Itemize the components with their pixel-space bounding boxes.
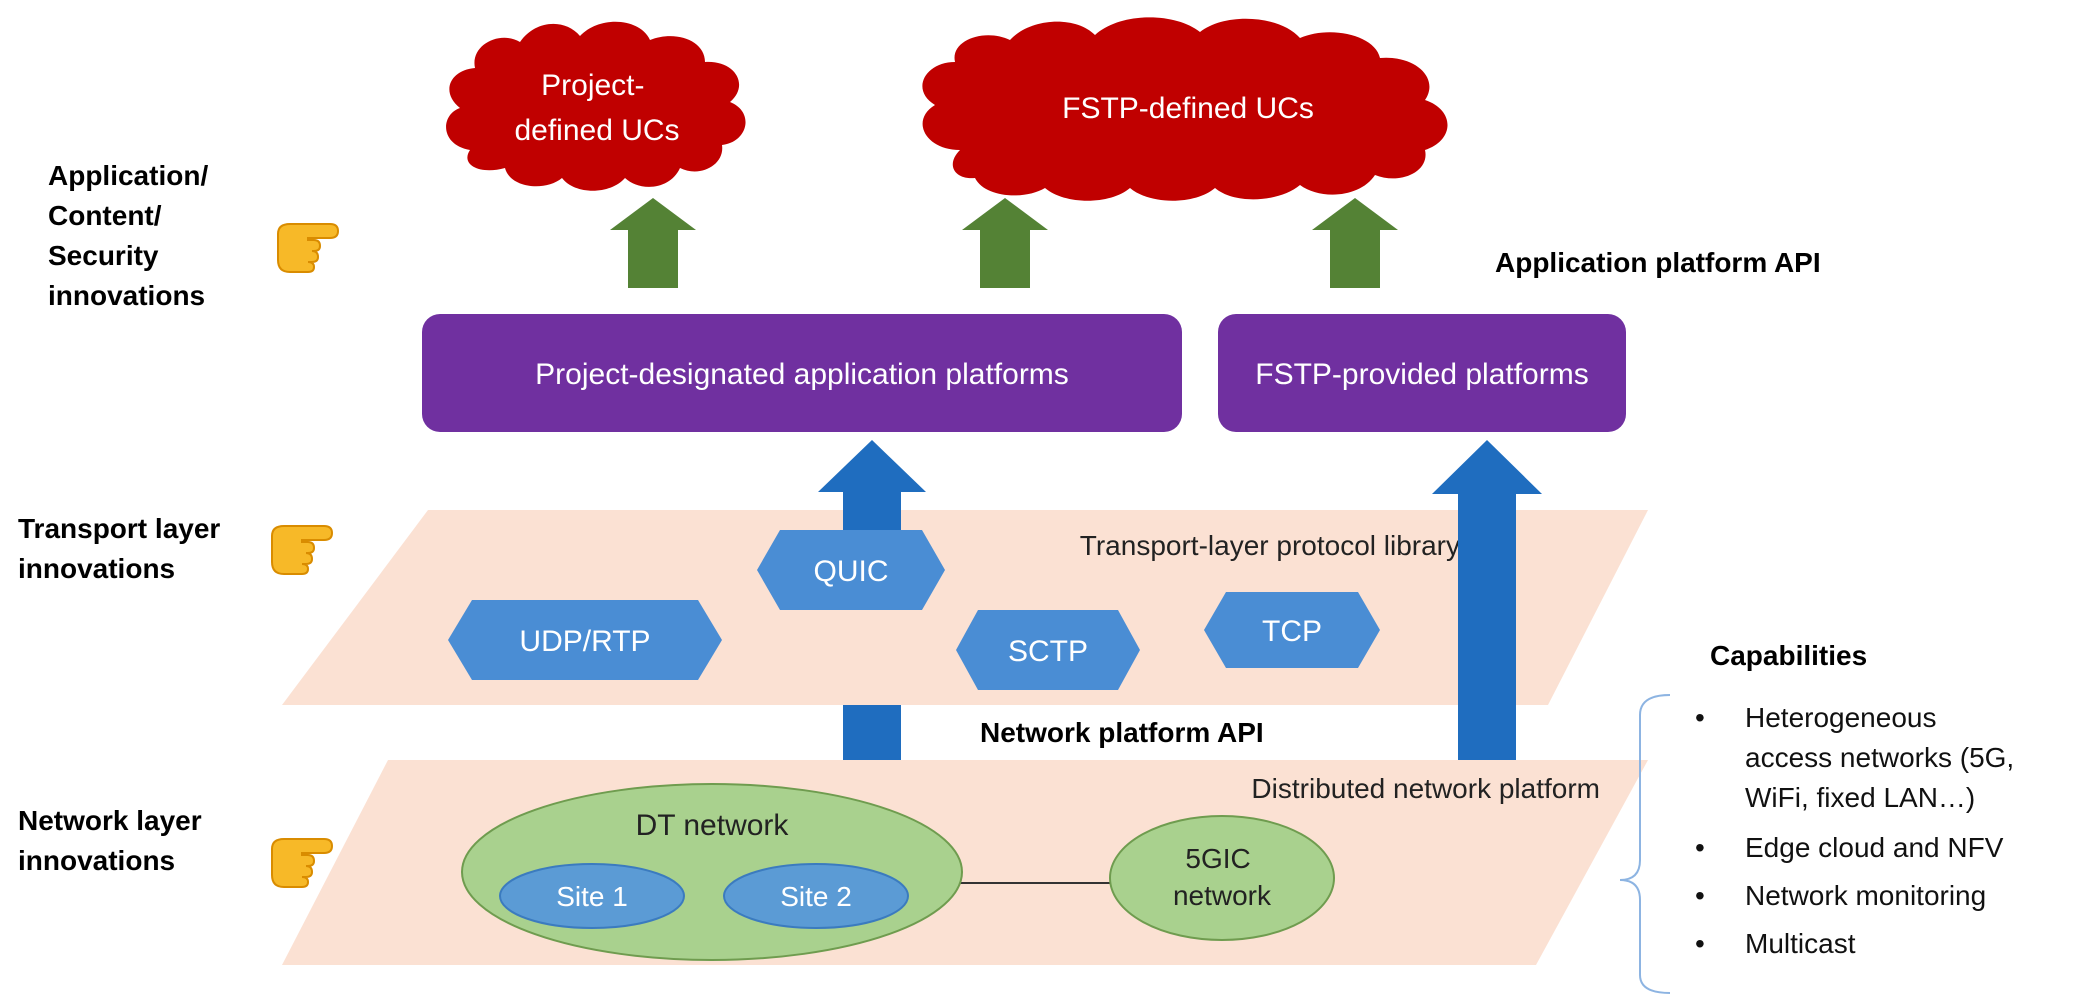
svg-text:Edge cloud and NFV: Edge cloud and NFV <box>1745 832 2004 863</box>
project-ucs-line-2: defined UCs <box>514 114 679 147</box>
blue-up-arrow-right <box>1432 440 1542 760</box>
project-ucs-line-1: Project- <box>541 69 644 102</box>
5gic-network-oval: 5GIC network <box>1109 815 1335 941</box>
svg-text:TCP: TCP <box>1262 615 1322 648</box>
network-layer-title: Distributed network platform <box>1251 773 1600 804</box>
svg-text:•: • <box>1695 928 1705 959</box>
svg-text:QUIC: QUIC <box>814 555 889 588</box>
fstp-platforms-box: FSTP-provided platforms <box>1218 314 1626 432</box>
hand-pointing-right-icon <box>271 838 333 888</box>
green-up-arrow-1 <box>610 198 696 288</box>
svg-text:Network monitoring: Network monitoring <box>1745 880 1986 911</box>
transport-layer-title: Transport-layer protocol library <box>1080 530 1460 561</box>
application-innovations-label: Application/ Content/ Security innovatio… <box>48 160 216 311</box>
dt-network-label: DT network <box>636 809 790 842</box>
svg-text:Site 2: Site 2 <box>780 881 852 912</box>
protocol-tcp: TCP <box>1204 592 1380 668</box>
svg-text:•: • <box>1695 832 1705 863</box>
project-platforms-label: Project-designated application platforms <box>535 358 1069 391</box>
blue-up-arrow-lower <box>843 705 901 760</box>
svg-text:Multicast: Multicast <box>1745 928 1856 959</box>
capabilities-brace <box>1619 694 1671 994</box>
svg-text:UDP/RTP: UDP/RTP <box>519 625 650 658</box>
project-platforms-box: Project-designated application platforms <box>422 314 1182 432</box>
protocol-sctp: SCTP <box>956 610 1140 690</box>
5gic-network-line-2: network <box>1173 880 1272 911</box>
svg-text:SCTP: SCTP <box>1008 635 1088 668</box>
green-up-arrow-2 <box>962 198 1048 288</box>
svg-text:•: • <box>1695 880 1705 911</box>
5gic-network-line-1: 5GIC <box>1185 843 1250 874</box>
hand-pointing-right-icon <box>271 525 333 575</box>
svg-text:•: • <box>1695 702 1705 733</box>
site-2-oval: Site 2 <box>723 863 909 929</box>
fstp-platforms-label: FSTP-provided platforms <box>1255 358 1588 391</box>
svg-text:Site 1: Site 1 <box>556 881 628 912</box>
fstp-ucs-label: FSTP-defined UCs <box>1062 92 1314 125</box>
green-up-arrow-3 <box>1312 198 1398 288</box>
transport-innovations-label: Transport layer innovations <box>18 513 228 584</box>
protocol-quic: QUIC <box>757 530 945 610</box>
application-platform-api-label: Application platform API <box>1495 247 1821 278</box>
project-ucs-cloud: Project- defined UCs <box>446 21 746 191</box>
svg-text:5GIC network: 5GIC network <box>1173 843 1272 911</box>
fstp-ucs-cloud: FSTP-defined UCs <box>922 17 1448 201</box>
svg-text:Project- defined UCs: Project- defined UCs <box>514 69 679 147</box>
network-platform-api-label: Network platform API <box>980 717 1264 748</box>
network-innovations-label: Network layer innovations <box>18 805 209 876</box>
capabilities-title: Capabilities <box>1710 640 1867 671</box>
site-1-oval: Site 1 <box>499 863 685 929</box>
protocol-udp-rtp: UDP/RTP <box>448 600 722 680</box>
hand-pointing-right-icon <box>277 223 339 273</box>
